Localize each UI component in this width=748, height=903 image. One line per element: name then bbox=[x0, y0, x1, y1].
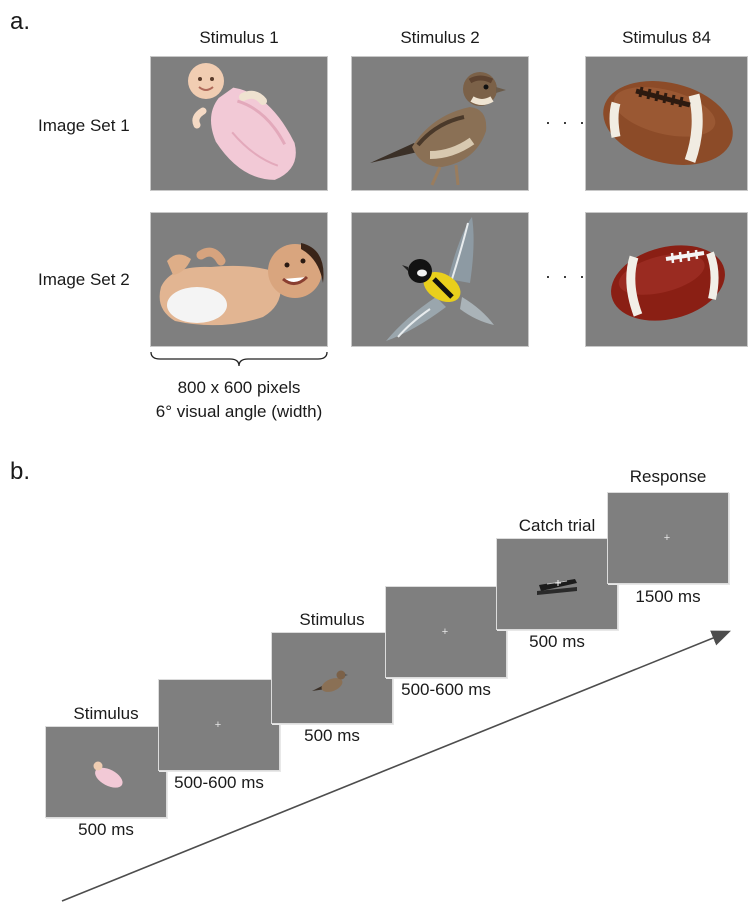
sparrow-stimulus-thumbnail bbox=[272, 633, 394, 725]
stimulus-card-baby-lying bbox=[150, 212, 328, 347]
column-header-stimulus-84: Stimulus 84 bbox=[585, 28, 748, 48]
ellipsis-row-2: · · · bbox=[545, 266, 588, 287]
stimulus-card-sparrow bbox=[351, 56, 529, 191]
width-brace bbox=[150, 350, 328, 368]
fixation-cross-icon: + bbox=[439, 627, 451, 638]
sequence-3-duration: 500 ms bbox=[271, 726, 393, 746]
sequence-1-screen bbox=[45, 726, 167, 818]
worn-american-football-image bbox=[586, 57, 748, 191]
sequence-5-label: Catch trial bbox=[496, 516, 618, 536]
sequence-3-screen bbox=[271, 632, 393, 724]
ellipsis-row-1: · · · bbox=[545, 112, 588, 133]
row-label-image-set-2: Image Set 2 bbox=[38, 270, 130, 290]
size-note-pixels: 800 x 600 pixels bbox=[130, 378, 348, 398]
size-note-visual-angle: 6° visual angle (width) bbox=[130, 402, 348, 422]
column-header-stimulus-1: Stimulus 1 bbox=[150, 28, 328, 48]
stapler-catch-thumbnail bbox=[497, 539, 619, 631]
column-header-stimulus-2: Stimulus 2 bbox=[351, 28, 529, 48]
stimulus-card-worn-football bbox=[585, 56, 748, 191]
sequence-1-duration: 500 ms bbox=[45, 820, 167, 840]
sequence-6-screen: + bbox=[607, 492, 729, 584]
sequence-5-duration: 500 ms bbox=[496, 632, 618, 652]
great-tit-in-flight-image bbox=[352, 213, 529, 347]
fixation-cross-icon: + bbox=[661, 533, 673, 544]
sequence-3-label: Stimulus bbox=[271, 610, 393, 630]
stimulus-card-baby-sleeper bbox=[150, 56, 328, 191]
red-american-football-image bbox=[586, 213, 748, 347]
fixation-cross-icon: + bbox=[212, 720, 224, 731]
sequence-6-duration: 1500 ms bbox=[607, 587, 729, 607]
panel-a-letter: a. bbox=[10, 8, 30, 36]
panel-b-letter: b. bbox=[10, 458, 30, 486]
row-label-image-set-1: Image Set 1 bbox=[38, 116, 130, 136]
baby-stimulus-thumbnail bbox=[46, 727, 168, 819]
sequence-6-label: Response bbox=[607, 467, 729, 487]
stimulus-card-great-tit bbox=[351, 212, 529, 347]
sequence-4-duration: 500-600 ms bbox=[385, 680, 507, 700]
sequence-5-screen bbox=[496, 538, 618, 630]
sequence-2-screen: + bbox=[158, 679, 280, 771]
baby-in-pink-sleeper-image bbox=[151, 57, 328, 191]
stimulus-card-red-football bbox=[585, 212, 748, 347]
sequence-4-screen: + bbox=[385, 586, 507, 678]
sparrow-image bbox=[352, 57, 529, 191]
baby-lying-smiling-image bbox=[151, 213, 328, 347]
sequence-1-label: Stimulus bbox=[45, 704, 167, 724]
sequence-2-duration: 500-600 ms bbox=[158, 773, 280, 793]
